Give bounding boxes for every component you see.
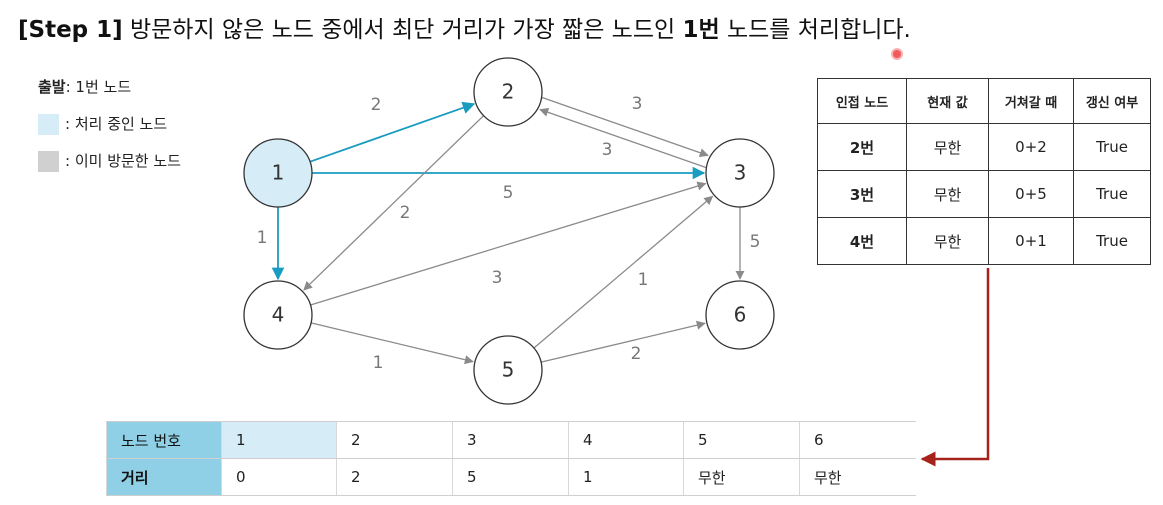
node-6 bbox=[705, 280, 775, 350]
adjacency-header: 갱신 여부 bbox=[1073, 78, 1151, 124]
adjacency-row: 2번 무한 0+2 True bbox=[817, 123, 1151, 171]
node-number-cell: 3 bbox=[452, 421, 569, 459]
distance-cell: 0 bbox=[221, 458, 337, 496]
result-arrow bbox=[920, 268, 990, 467]
edge-weight-label: 1 bbox=[373, 353, 384, 373]
node-label: 5 bbox=[502, 358, 515, 382]
adjacency-header-row: 인접 노드 현재 값 거쳐갈 때 갱신 여부 bbox=[817, 78, 1151, 124]
adjacency-cell: 무한 bbox=[906, 170, 989, 218]
node-5 bbox=[473, 335, 543, 405]
legend-start-value: : 1번 노드 bbox=[65, 78, 132, 96]
adjacency-cell: 0+1 bbox=[988, 217, 1074, 265]
distance-cell: 2 bbox=[336, 458, 453, 496]
node-number-cell: 1 bbox=[221, 421, 337, 459]
node-label: 1 bbox=[272, 161, 285, 185]
edge-weight-label: 1 bbox=[257, 228, 268, 248]
distance-header: 거리 bbox=[106, 458, 222, 496]
adjacency-cell: 4번 bbox=[817, 217, 907, 265]
node-number-cell: 6 bbox=[799, 421, 916, 459]
cursor-dot bbox=[893, 50, 901, 58]
legend-visited: : 이미 방문한 노드 bbox=[38, 150, 181, 172]
node-number-header: 노드 번호 bbox=[106, 421, 222, 459]
adjacency-cell: 2번 bbox=[817, 123, 907, 171]
distance-table: 노드 번호 1 2 3 4 5 6 거리 0 2 5 1 무한 무한 bbox=[106, 421, 916, 496]
edge-weight-label: 2 bbox=[400, 203, 411, 223]
edge-2-3 bbox=[541, 96, 709, 158]
edge-1-2 bbox=[309, 101, 476, 163]
step-title: [Step 1] 방문하지 않은 노드 중에서 최단 거리가 가장 짧은 노드인… bbox=[18, 17, 911, 43]
legend-processing-label: : 처리 중인 노드 bbox=[65, 115, 168, 133]
node-number-row: 노드 번호 1 2 3 4 5 6 bbox=[106, 421, 916, 459]
distance-cell: 무한 bbox=[799, 458, 916, 496]
legend-start: 출발: 1번 노드 bbox=[38, 76, 131, 97]
node-number-cell: 2 bbox=[336, 421, 453, 459]
node-label: 6 bbox=[734, 303, 747, 327]
adjacency-row: 4번 무한 0+1 True bbox=[817, 217, 1151, 265]
adjacency-cell: True bbox=[1073, 170, 1151, 218]
node-3 bbox=[705, 138, 775, 208]
node-label: 3 bbox=[734, 161, 747, 185]
distance-cell: 5 bbox=[452, 458, 569, 496]
node-label: 4 bbox=[272, 303, 285, 327]
edge-4-5 bbox=[310, 322, 474, 365]
node-number-cell: 4 bbox=[568, 421, 684, 459]
edge-weight-label: 5 bbox=[503, 183, 514, 203]
node-1 bbox=[243, 138, 313, 208]
processing-swatch bbox=[38, 114, 59, 135]
edge-weight-label: 3 bbox=[632, 94, 643, 114]
adjacency-cell: 0+2 bbox=[988, 123, 1074, 171]
adjacency-cell: 3번 bbox=[817, 170, 907, 218]
edge-2-4 bbox=[303, 115, 485, 291]
edge-5-3 bbox=[533, 195, 714, 349]
distance-row: 거리 0 2 5 1 무한 무한 bbox=[106, 458, 916, 496]
edge-weight-label: 1 bbox=[638, 270, 649, 290]
legend-processing: : 처리 중인 노드 bbox=[38, 113, 167, 135]
adjacency-header: 인접 노드 bbox=[817, 78, 907, 124]
adjacency-header: 현재 값 bbox=[906, 78, 989, 124]
edge-5-6 bbox=[540, 320, 706, 363]
adjacency-cell: 무한 bbox=[906, 217, 989, 265]
distance-cell: 무한 bbox=[683, 458, 800, 496]
distance-cell: 1 bbox=[568, 458, 684, 496]
edge-4-3 bbox=[310, 181, 707, 306]
node-number-cell: 5 bbox=[683, 421, 800, 459]
node-label: 2 bbox=[502, 80, 515, 104]
adjacency-cell: True bbox=[1073, 217, 1151, 265]
edge-weight-label: 5 bbox=[750, 232, 761, 252]
adjacency-cell: 0+5 bbox=[988, 170, 1074, 218]
legend-start-label: 출발 bbox=[38, 78, 66, 96]
legend-visited-label: : 이미 방문한 노드 bbox=[65, 152, 181, 170]
edge-weight-label: 3 bbox=[602, 140, 613, 160]
adjacency-cell: 무한 bbox=[906, 123, 989, 171]
edge-weight-label: 3 bbox=[492, 268, 503, 288]
edge-3-2 bbox=[539, 107, 707, 169]
node-2 bbox=[473, 57, 543, 127]
edge-weight-label: 2 bbox=[371, 95, 382, 115]
adjacency-table: 인접 노드 현재 값 거쳐갈 때 갱신 여부 2번 무한 0+2 True 3번… bbox=[817, 78, 1151, 265]
adjacency-cell: True bbox=[1073, 123, 1151, 171]
adjacency-header: 거쳐갈 때 bbox=[988, 78, 1074, 124]
node-4 bbox=[243, 280, 313, 350]
edge-weight-label: 2 bbox=[631, 344, 642, 364]
visited-swatch bbox=[38, 151, 59, 172]
adjacency-row: 3번 무한 0+5 True bbox=[817, 170, 1151, 218]
